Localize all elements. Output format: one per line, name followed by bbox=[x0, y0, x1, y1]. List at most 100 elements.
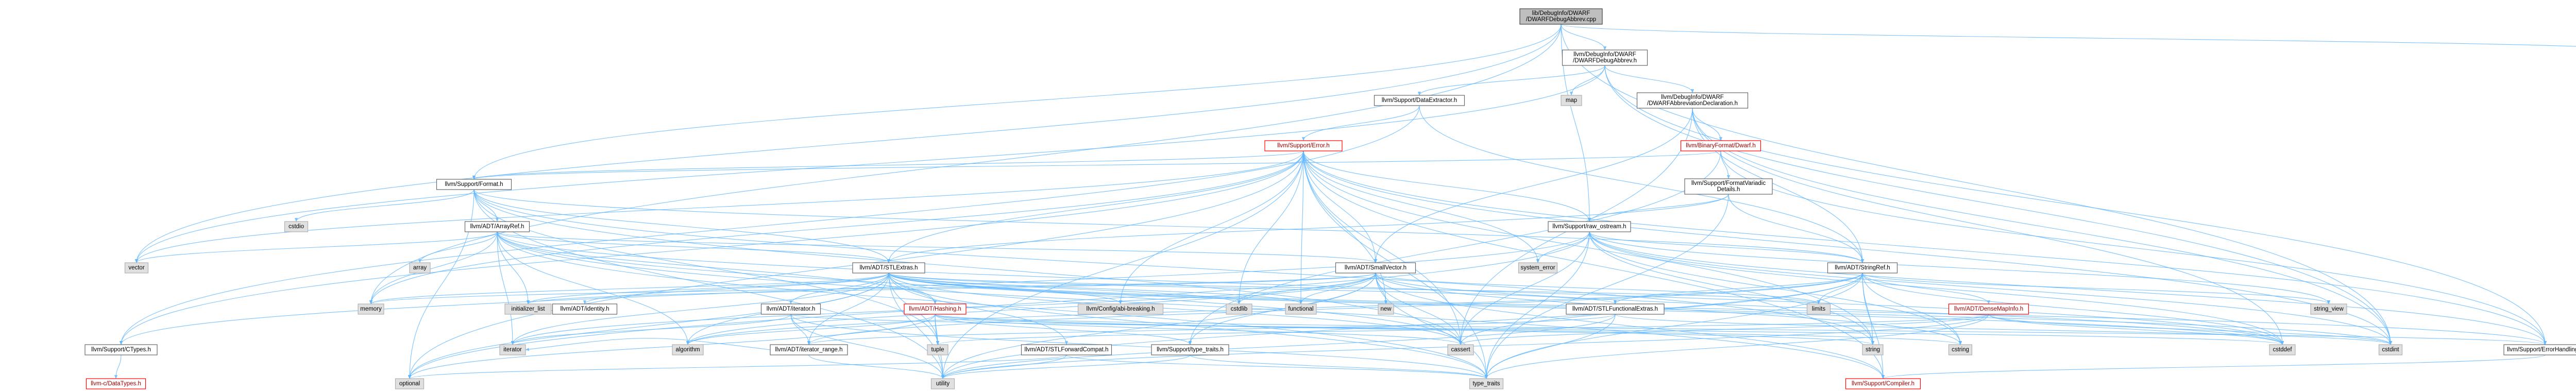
node-rawostream[interactable]: llvm/Support/raw_ostream.h bbox=[1548, 221, 1631, 232]
node-box bbox=[1862, 344, 1884, 355]
edge-error-to-utility bbox=[941, 150, 1304, 379]
edge-stringref-to-algorithm bbox=[686, 273, 1863, 345]
edge-adtiterator-to-cstddef bbox=[790, 314, 2284, 345]
node-label: llvm/ADT/Hashing.h bbox=[909, 306, 961, 312]
node-box bbox=[1335, 262, 1416, 274]
edge-stlfunctional-to-utility bbox=[941, 314, 1616, 379]
node-errorhandling[interactable]: llvm/Support/ErrorHandling.h bbox=[2503, 344, 2576, 355]
node-hashing[interactable]: llvm/ADT/Hashing.h bbox=[904, 303, 967, 315]
node-identity[interactable]: llvm/ADT/identity.h bbox=[552, 303, 618, 315]
node-label: llvm/Config/abi-breaking.h bbox=[1087, 306, 1155, 312]
node-binarydwarf[interactable]: llvm/BinaryFormat/Dwarf.h bbox=[1680, 140, 1761, 151]
edge-arrayref-to-iterator bbox=[497, 231, 515, 345]
node-label: iterator bbox=[503, 347, 522, 353]
node-label: llvm/Support/Error.h bbox=[1277, 143, 1330, 149]
edge-stlextras-to-initializerlist bbox=[527, 273, 889, 304]
edge-dwarfdebugabbrev-to-cstdint bbox=[1604, 65, 2393, 345]
edge-stringref-to-stlfunctional bbox=[1614, 273, 1863, 304]
node-smallvector[interactable]: llvm/ADT/SmallVector.h bbox=[1335, 262, 1416, 274]
node-error[interactable]: llvm/Support/Error.h bbox=[1264, 140, 1343, 151]
edge-abbrevdecl-to-cstddef bbox=[1692, 108, 2284, 345]
node-label: lib/DebugInfo/DWARF bbox=[1532, 10, 1590, 16]
node-box bbox=[852, 262, 925, 274]
edge-error-to-compiler bbox=[1303, 150, 1885, 379]
edge-stlextras-to-optional bbox=[408, 273, 889, 379]
node-box bbox=[760, 303, 821, 315]
edge-stringref-to-iteratorrange bbox=[807, 273, 1863, 345]
edge-hashing-to-errorhandling bbox=[935, 314, 2547, 345]
node-box bbox=[395, 378, 425, 389]
node-densemapinfo[interactable]: llvm/ADT/DenseMapInfo.h bbox=[1948, 303, 2029, 315]
edge-adtiterator-to-iterator bbox=[511, 314, 791, 345]
edge-dataextractor-to-error bbox=[1301, 105, 1420, 141]
edge-rawostream-to-stringview bbox=[1589, 231, 2330, 304]
node-cdatatypes[interactable]: llvm-c/DataTypes.h bbox=[86, 378, 146, 389]
edge-smallvector-to-initializerlist bbox=[527, 273, 1376, 304]
edge-stlextras-to-iterator bbox=[511, 273, 889, 345]
edge-stlforward-to-optional bbox=[408, 354, 1067, 379]
node-root[interactable]: lib/DebugInfo/DWARF/DWARFDebugAbbrev.cpp bbox=[1519, 8, 1603, 25]
edge-layer bbox=[114, 24, 2576, 379]
node-label: /DWARFDebugAbbrev.h bbox=[1573, 58, 1637, 64]
node-stlfunctional[interactable]: llvm/ADT/STLFunctionalExtras.h bbox=[1566, 303, 1665, 315]
node-label: llvm/ADT/identity.h bbox=[560, 306, 609, 312]
edge-stlextras-to-memory bbox=[369, 273, 889, 304]
node-compiler[interactable]: llvm/Support/Compiler.h bbox=[1845, 378, 1921, 389]
node-arrayref[interactable]: llvm/ADT/ArrayRef.h bbox=[464, 221, 530, 232]
edge-abbrevdecl-to-stringref bbox=[1692, 108, 1865, 263]
node-stlextras[interactable]: llvm/ADT/STLExtras.h bbox=[852, 262, 925, 274]
node-label: tuple bbox=[931, 347, 944, 353]
edge-stlextras-to-stlfunctional bbox=[888, 273, 1617, 304]
edge-stlextras-to-stlforward bbox=[888, 273, 1069, 345]
edge-errorhandling-to-compiler bbox=[1882, 354, 2546, 379]
edge-arrayref-to-vector bbox=[135, 231, 498, 263]
node-label: array bbox=[413, 265, 427, 271]
node-typetraitsllvm[interactable]: llvm/Support/type_traits.h bbox=[1151, 344, 1229, 355]
edge-arrayref-to-initializerlist bbox=[497, 231, 530, 304]
edge-error-to-rawostream bbox=[1303, 150, 1591, 222]
edge-error-to-stlextras bbox=[887, 150, 1304, 263]
node-label: cstdio bbox=[289, 224, 304, 230]
node-box bbox=[1151, 344, 1229, 355]
node-tuple: tuple bbox=[927, 344, 948, 355]
node-label: cstdlib bbox=[1231, 306, 1248, 312]
node-label: llvm/ADT/ArrayRef.h bbox=[470, 224, 524, 230]
node-box bbox=[927, 344, 948, 355]
edge-formatvariadic-to-typetraits bbox=[1484, 194, 1729, 379]
edge-stlforward-to-utility bbox=[941, 354, 1067, 379]
node-box bbox=[1566, 303, 1665, 315]
edge-error-to-cstdlib bbox=[1237, 150, 1304, 304]
node-label: /DWARFAbbreviationDeclaration.h bbox=[1647, 100, 1738, 107]
node-box bbox=[1845, 378, 1921, 389]
node-abbrevdecl[interactable]: llvm/DebugInfo/DWARF/DWARFAbbreviationDe… bbox=[1636, 92, 1749, 109]
node-dataextractor[interactable]: llvm/Support/DataExtractor.h bbox=[1374, 95, 1465, 106]
node-adtiterator[interactable]: llvm/ADT/iterator.h bbox=[760, 303, 821, 315]
node-layer: lib/DebugInfo/DWARF/DWARFDebugAbbrev.cpp… bbox=[84, 8, 2576, 389]
node-ctypes[interactable]: llvm/Support/CTypes.h bbox=[84, 344, 158, 355]
node-format[interactable]: llvm/Support/Format.h bbox=[436, 179, 512, 190]
node-box bbox=[1561, 95, 1582, 106]
node-iteratorrange[interactable]: llvm/ADT/iterator_range.h bbox=[770, 344, 848, 355]
edge-rawostream-to-ctypes bbox=[120, 231, 1590, 345]
node-initializerlist: initializer_list bbox=[504, 303, 552, 315]
node-dwarfdebugabbrev[interactable]: llvm/DebugInfo/DWARF/DWARFDebugAbbrev.h bbox=[1562, 49, 1648, 66]
node-label: limits bbox=[1812, 306, 1825, 312]
node-label: llvm/Support/Compiler.h bbox=[1852, 381, 1914, 387]
node-label: llvm/ADT/iterator.h bbox=[767, 306, 816, 312]
edge-hashing-to-algorithm bbox=[686, 314, 936, 345]
edge-root-to-dwarfdebugabbrev bbox=[1561, 24, 1607, 50]
node-stringref[interactable]: llvm/ADT/StringRef.h bbox=[1827, 262, 1898, 274]
edge-stlextras-to-errorhandling bbox=[888, 273, 2547, 345]
node-label: llvm/DebugInfo/DWARF bbox=[1573, 52, 1636, 58]
node-label: llvm/Support/raw_ostream.h bbox=[1552, 224, 1626, 230]
node-box bbox=[672, 344, 704, 355]
node-box bbox=[358, 303, 384, 315]
node-label: type_traits bbox=[1472, 381, 1500, 387]
edge-rawostream-to-cstdint bbox=[1589, 231, 2392, 345]
edge-stlextras-to-functional bbox=[888, 273, 1302, 304]
edge-rawostream-to-optional bbox=[408, 231, 1590, 379]
node-stlforward[interactable]: llvm/ADT/STLForwardCompat.h bbox=[1021, 344, 1112, 355]
edge-rawostream-to-stringref bbox=[1589, 231, 1864, 263]
node-label: llvm/Support/ErrorHandling.h bbox=[2507, 347, 2576, 353]
